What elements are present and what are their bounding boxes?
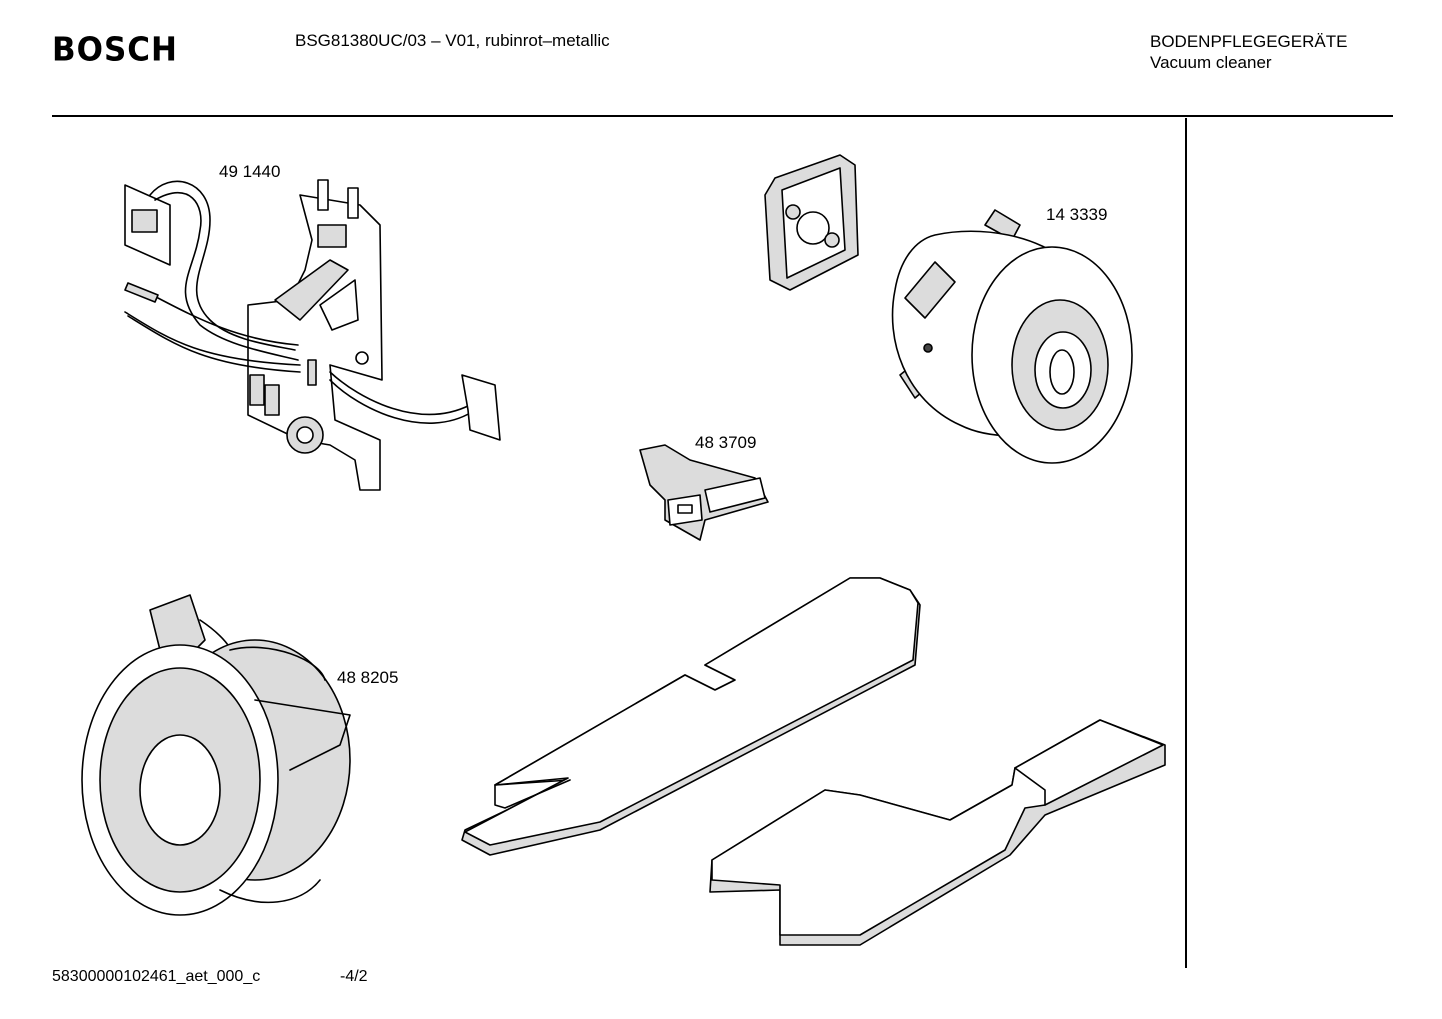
foam-filter-strip-drawing[interactable] [461,577,921,856]
circuit-board-drawing[interactable] [124,179,501,491]
motor-drawing[interactable] [891,209,1133,464]
brand-logo: BOSCH [52,31,179,69]
foam-filter-strip-drawing-2[interactable] [709,719,1166,946]
category-german: BODENPFLEGEGERÄTE [1150,32,1348,51]
header-divider [52,115,1393,117]
side-divider [1185,118,1187,968]
part-number-label: 48 8205 [337,668,399,687]
part-number-label: 48 3709 [695,433,757,452]
category-english: Vacuum cleaner [1150,53,1272,72]
page-number: -4/2 [340,968,368,985]
plastic-clip-drawing[interactable] [639,444,769,541]
cable-reel-drawing[interactable] [81,594,351,916]
motor-mount-gasket-drawing[interactable] [764,154,859,291]
model-title: BSG81380UC/03 – V01, rubinrot–metallic [295,31,610,50]
category-block: BODENPFLEGEGERÄTE Vacuum cleaner [1150,31,1347,73]
document-id: 58300000102461_aet_000_c [52,968,261,985]
part-number-label: 49 1440 [219,162,281,181]
part-number-label: 14 3339 [1046,205,1108,224]
